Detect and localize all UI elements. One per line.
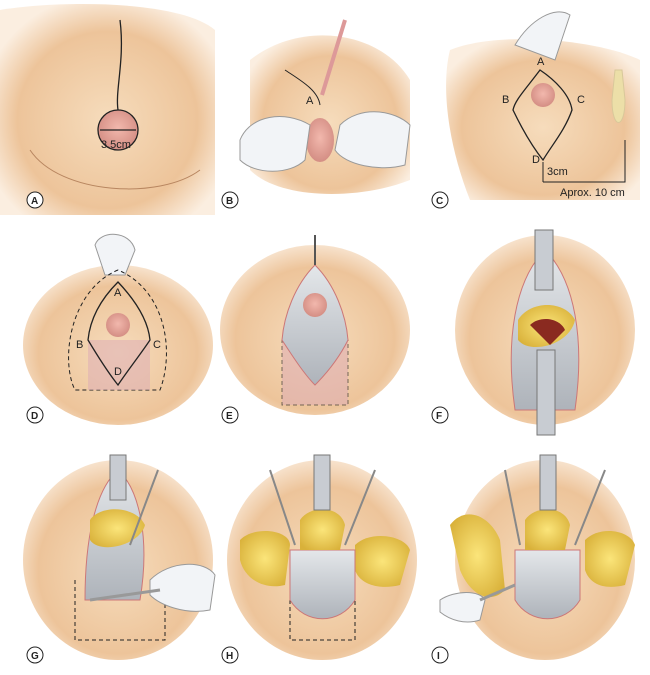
panel-label-g: G: [31, 651, 39, 662]
panel-label-h: H: [226, 651, 233, 662]
panel-i: I: [431, 454, 635, 664]
point-a-label: A: [537, 56, 545, 68]
width-label: Aprox. 10 cm: [560, 187, 625, 199]
panel-label-d: D: [31, 411, 38, 422]
point-b-label: B: [502, 94, 509, 106]
panel-b: A B: [221, 19, 411, 209]
point-a-label: A: [306, 95, 314, 107]
panel-label-e: E: [226, 411, 233, 422]
panel-h: H: [221, 454, 417, 664]
point-b-label: B: [76, 339, 83, 351]
panel-label-i: I: [437, 651, 440, 662]
point-a-label: A: [114, 287, 122, 299]
panel-g: G: [23, 454, 216, 664]
point-d-label: D: [532, 154, 540, 166]
point-c-label: C: [153, 339, 161, 351]
panel-label-b: B: [226, 196, 233, 207]
point-c-label: C: [577, 94, 585, 106]
panel-f: F: [431, 229, 635, 436]
distance-label: 3cm: [547, 166, 568, 178]
panel-label-a: A: [31, 196, 38, 207]
panel-e: E: [220, 235, 410, 424]
panel-a: 3.5cm A: [0, 4, 215, 215]
panel-c: A B C D 3cm Aprox. 10 cm C: [431, 11, 640, 209]
point-d-label: D: [114, 366, 122, 378]
panel-label-f: F: [436, 411, 442, 422]
panel-d: A B C D D: [23, 233, 213, 425]
panel-label-c: C: [436, 196, 443, 207]
measure-label: 3.5cm: [101, 139, 131, 151]
